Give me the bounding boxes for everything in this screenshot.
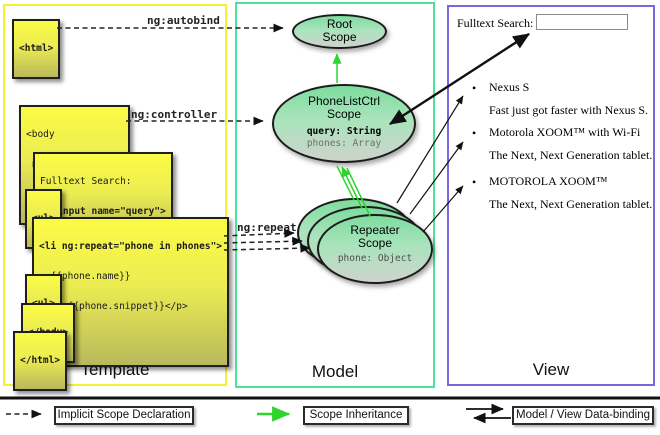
scope-prop-phone: phone: Object [337,253,413,264]
scope-prop-phones: phones: Array [306,138,382,149]
code-line: <li ng:repeat="phone in phones"> [39,241,223,252]
view-item-title: Nexus S [489,80,530,94]
root-scope-ellipse: Root Scope [292,14,387,49]
code-line: {{phone.name}} [39,271,131,282]
view-column-label: View [532,360,570,379]
code-line: </html> [20,355,61,366]
ng-repeat-label: ng:repeat [237,221,297,234]
scope-prop-query: query: String [306,126,382,137]
phonelistctrl-scope-title: PhoneListCtrl [307,94,381,108]
repeater-scope-title: Repeater [350,223,400,237]
model-column-label: Model [311,362,359,381]
code-box-html-close: </html> [13,331,68,391]
model-column: Model [235,2,435,388]
fulltext-search-input[interactable] [536,14,628,30]
code-line: Fulltext Search: [40,176,132,187]
view-item-desc: The Next, Next Generation tablet. [489,148,653,162]
ng-controller-label: ng:controller [131,108,218,121]
ng-autobind-label: ng:autobind [147,14,220,27]
repeater-scope-title: Scope [357,236,393,250]
legend-scope-inheritance: Scope Inheritance [303,406,409,425]
phonelistctrl-scope-ellipse: PhoneListCtrl Scope query: String phones… [272,84,416,163]
code-line: <html> [19,43,54,54]
code-box-html-open: <html> [12,19,61,79]
legend-model-view-databinding: Model / View Data-binding [512,406,654,425]
root-scope-title: Scope [322,30,357,44]
repeater-scope-ellipse-front: Repeater Scope phone: Object [317,214,433,284]
fulltext-search-label: Fulltext Search: [457,16,534,30]
view-item-desc: The Next, Next Generation tablet. [489,197,653,211]
bullet-icon: • [472,81,477,95]
code-box-li-repeat: <li ng:repeat="phone in phones"> {{phone… [32,217,230,367]
view-item-desc: Fast just got faster with Nexus S. [489,103,648,117]
view-item-title: MOTOROLA XOOM™ [489,174,608,188]
phonelistctrl-scope-title: Scope [326,107,362,121]
code-line: <p>{{phone.snippet}}</p> [39,301,188,312]
code-line: <input name="query"> [40,206,166,217]
view-item-title: Motorola XOOM™ with Wi-Fi [489,125,641,139]
bullet-icon: • [472,175,477,189]
legend-implicit-scope-declaration: Implicit Scope Declaration [54,406,194,425]
view-column: View [447,5,655,386]
root-scope-title: Root [326,17,353,31]
code-line: <body [26,129,55,140]
bullet-icon: • [472,126,477,140]
